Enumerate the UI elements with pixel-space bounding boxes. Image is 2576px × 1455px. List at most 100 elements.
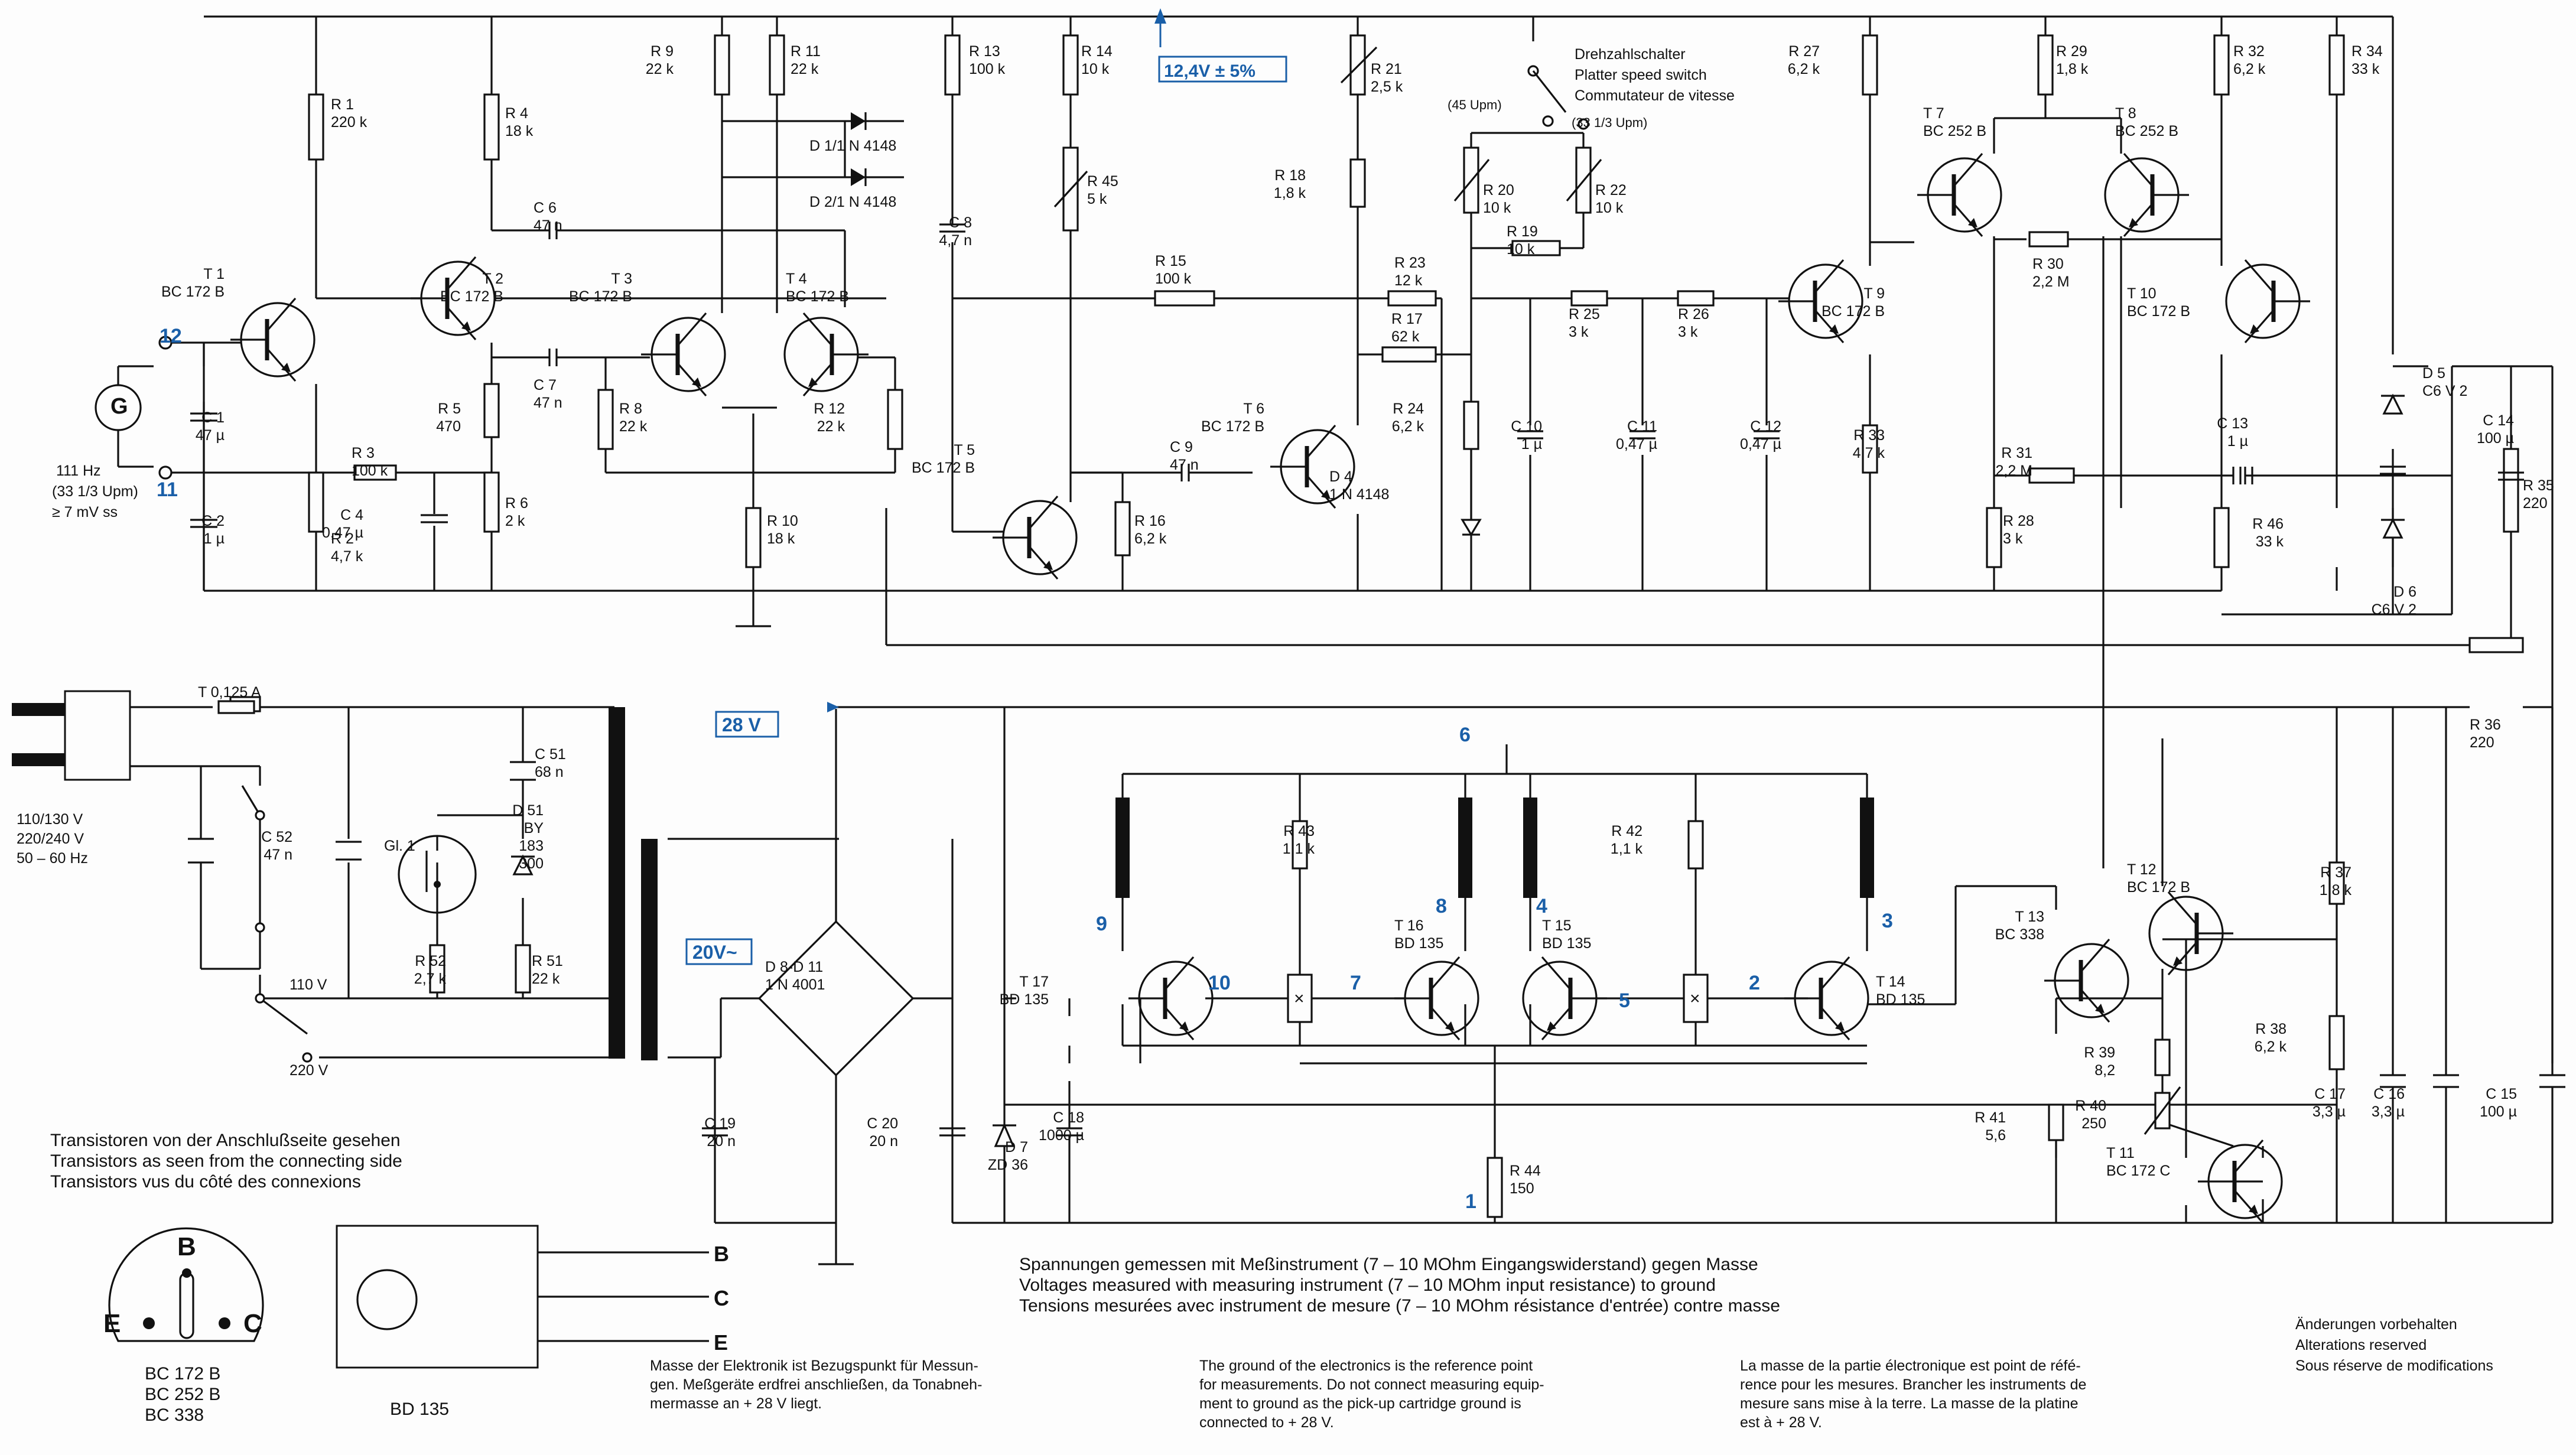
- label-c2-value: 1 µ: [204, 530, 225, 547]
- power-wiring: [130, 706, 2552, 1264]
- label-r14-value: 10 k: [1081, 61, 1110, 77]
- test-point-4: 4: [1536, 895, 1547, 917]
- label-t6-value: BC 172 B: [1201, 418, 1264, 435]
- label-c51-value: 68 n: [535, 764, 564, 780]
- test-point-11: 11: [157, 479, 178, 501]
- pinout-small-type-1: BC 172 B: [145, 1364, 220, 1384]
- test-point-12: 12: [160, 325, 182, 347]
- voltages-note-de: Spannungen gemessen mit Meßinstrument (7…: [1019, 1255, 1758, 1274]
- label-r18-ref: R 18: [1274, 167, 1306, 184]
- label-r10-ref: R 10: [767, 513, 798, 529]
- label-r45-ref: R 45: [1087, 173, 1118, 190]
- label-r30-value: 2,2 M: [2032, 274, 2070, 290]
- label-r6-ref: R 6: [505, 495, 528, 512]
- label-r41-value: 5,6: [1985, 1127, 2006, 1144]
- label-r52-ref: R 52: [415, 953, 446, 969]
- label-c19-value: 20 n: [707, 1133, 736, 1150]
- voltages-note-fr: Tensions mesurées avec instrument de mes…: [1019, 1296, 1780, 1316]
- speed-switch-de: Drehzahlschalter: [1575, 46, 1686, 63]
- label-r4-value: 18 k: [505, 123, 534, 139]
- label-t11-ref: T 11: [2106, 1145, 2135, 1161]
- label-r21-ref: R 21: [1371, 61, 1402, 77]
- label-t9-ref: T 9: [1863, 285, 1885, 302]
- rail-28v-label: 28 V: [722, 714, 761, 735]
- label-r24-ref: R 24: [1393, 401, 1424, 417]
- label-t8-value: BC 252 B: [2115, 123, 2178, 139]
- label-r46-ref: R 46: [2252, 516, 2284, 532]
- label-r21-value: 2,5 k: [1371, 79, 1403, 95]
- label-d51-ref: D 51: [512, 802, 544, 819]
- label-t3-value: BC 172 B: [569, 288, 632, 305]
- test-point-6: 6: [1459, 724, 1471, 746]
- label-r51-value: 22 k: [532, 971, 560, 987]
- label-r2-value: 4,7 k: [331, 548, 363, 565]
- label-r44-ref: R 44: [1510, 1163, 1541, 1179]
- label-t6-ref: T 6: [1243, 401, 1264, 417]
- label-r43-value: 1,1 k: [1283, 841, 1315, 857]
- label-t10-ref: T 10: [2127, 285, 2157, 302]
- label-c6-value: 47 n: [534, 217, 562, 234]
- label-c16-value: 3,3 µ: [2372, 1104, 2405, 1120]
- label-r6-value: 2 k: [505, 513, 525, 529]
- ac-20v-label: 20V~: [692, 942, 737, 963]
- label-r52-value: 2,7 k: [414, 971, 447, 987]
- label-r24-value: 6,2 k: [1392, 418, 1424, 435]
- label-r34-ref: R 34: [2351, 43, 2383, 60]
- label-c6-ref: C 6: [534, 200, 557, 216]
- label-c9-value: 47 n: [1170, 457, 1199, 473]
- label-d8-ref: D 8-D 11: [765, 959, 823, 975]
- label-c52-value: 47 n: [264, 847, 292, 863]
- label-t14-ref: T 14: [1876, 974, 1905, 990]
- mains-freq: 50 – 60 Hz: [17, 850, 88, 867]
- label-c15-value: 100 µ: [2480, 1104, 2517, 1120]
- label-d51-value2: 183: [519, 838, 544, 854]
- label-t7-value: BC 252 B: [1923, 123, 1986, 139]
- label-t13-ref: T 13: [2015, 909, 2044, 925]
- test-point-9: 9: [1096, 913, 1107, 935]
- fuse-label: T 0,125 A: [198, 684, 261, 701]
- label-t17-ref: T 17: [1019, 974, 1049, 990]
- label-c52-ref: C 52: [261, 829, 292, 845]
- label-r26-ref: R 26: [1678, 306, 1709, 323]
- test-point-5: 5: [1619, 989, 1630, 1012]
- label-c1-ref: C 1: [201, 409, 225, 426]
- label-t15-value: BD 135: [1542, 935, 1591, 952]
- label-r32-value: 6,2 k: [2233, 61, 2266, 77]
- label-t4-value: BC 172 B: [786, 288, 849, 305]
- motor-wiring: [1069, 707, 2554, 1224]
- label-t2-value: BC 172 B: [440, 288, 503, 305]
- label-r33-value: 4,7 k: [1853, 445, 1885, 461]
- label-t1-value: BC 172 B: [161, 284, 225, 300]
- label-r3-ref: R 3: [352, 445, 375, 461]
- label-r8-ref: R 8: [619, 401, 642, 417]
- label-c2-ref: C 2: [201, 513, 225, 529]
- pinout-small-type-3: BC 338: [145, 1405, 204, 1425]
- label-r40-value: 250: [2081, 1115, 2106, 1132]
- pin-e-small: E: [103, 1309, 121, 1338]
- label-r15-ref: R 15: [1155, 253, 1186, 269]
- transistor-t4: [783, 312, 869, 397]
- label-r40-ref: R 40: [2075, 1098, 2106, 1114]
- label-r33-ref: R 33: [1853, 427, 1885, 444]
- generator-speed: (33 1/3 Upm): [52, 483, 138, 500]
- label-c8-ref: C 8: [949, 214, 972, 231]
- label-r26-value: 3 k: [1678, 324, 1698, 340]
- label-r31-ref: R 31: [2001, 445, 2032, 461]
- transistor-view-fr: Transistors vus du côté des connexions: [50, 1172, 361, 1192]
- transistor-t17: [1128, 956, 1214, 1041]
- label-r29-value: 1,8 k: [2056, 61, 2089, 77]
- speed-switch-en: Platter speed switch: [1575, 67, 1707, 83]
- label-r29-ref: R 29: [2056, 43, 2087, 60]
- label-r1-value: 220 k: [331, 114, 367, 131]
- label-t14-value: BD 135: [1876, 991, 1925, 1008]
- label-r15-value: 100 k: [1155, 271, 1192, 287]
- test-point-2: 2: [1749, 972, 1760, 994]
- label-r36-value: 220: [2470, 734, 2494, 751]
- label-r46-value: 33 k: [2256, 533, 2284, 550]
- label-r39-ref: R 39: [2084, 1044, 2115, 1061]
- label-r2-ref: R 2: [331, 530, 354, 547]
- label-r31-value: 2,2 M: [1995, 463, 2032, 479]
- label-r38-ref: R 38: [2255, 1021, 2286, 1037]
- label-r23-ref: R 23: [1394, 255, 1426, 271]
